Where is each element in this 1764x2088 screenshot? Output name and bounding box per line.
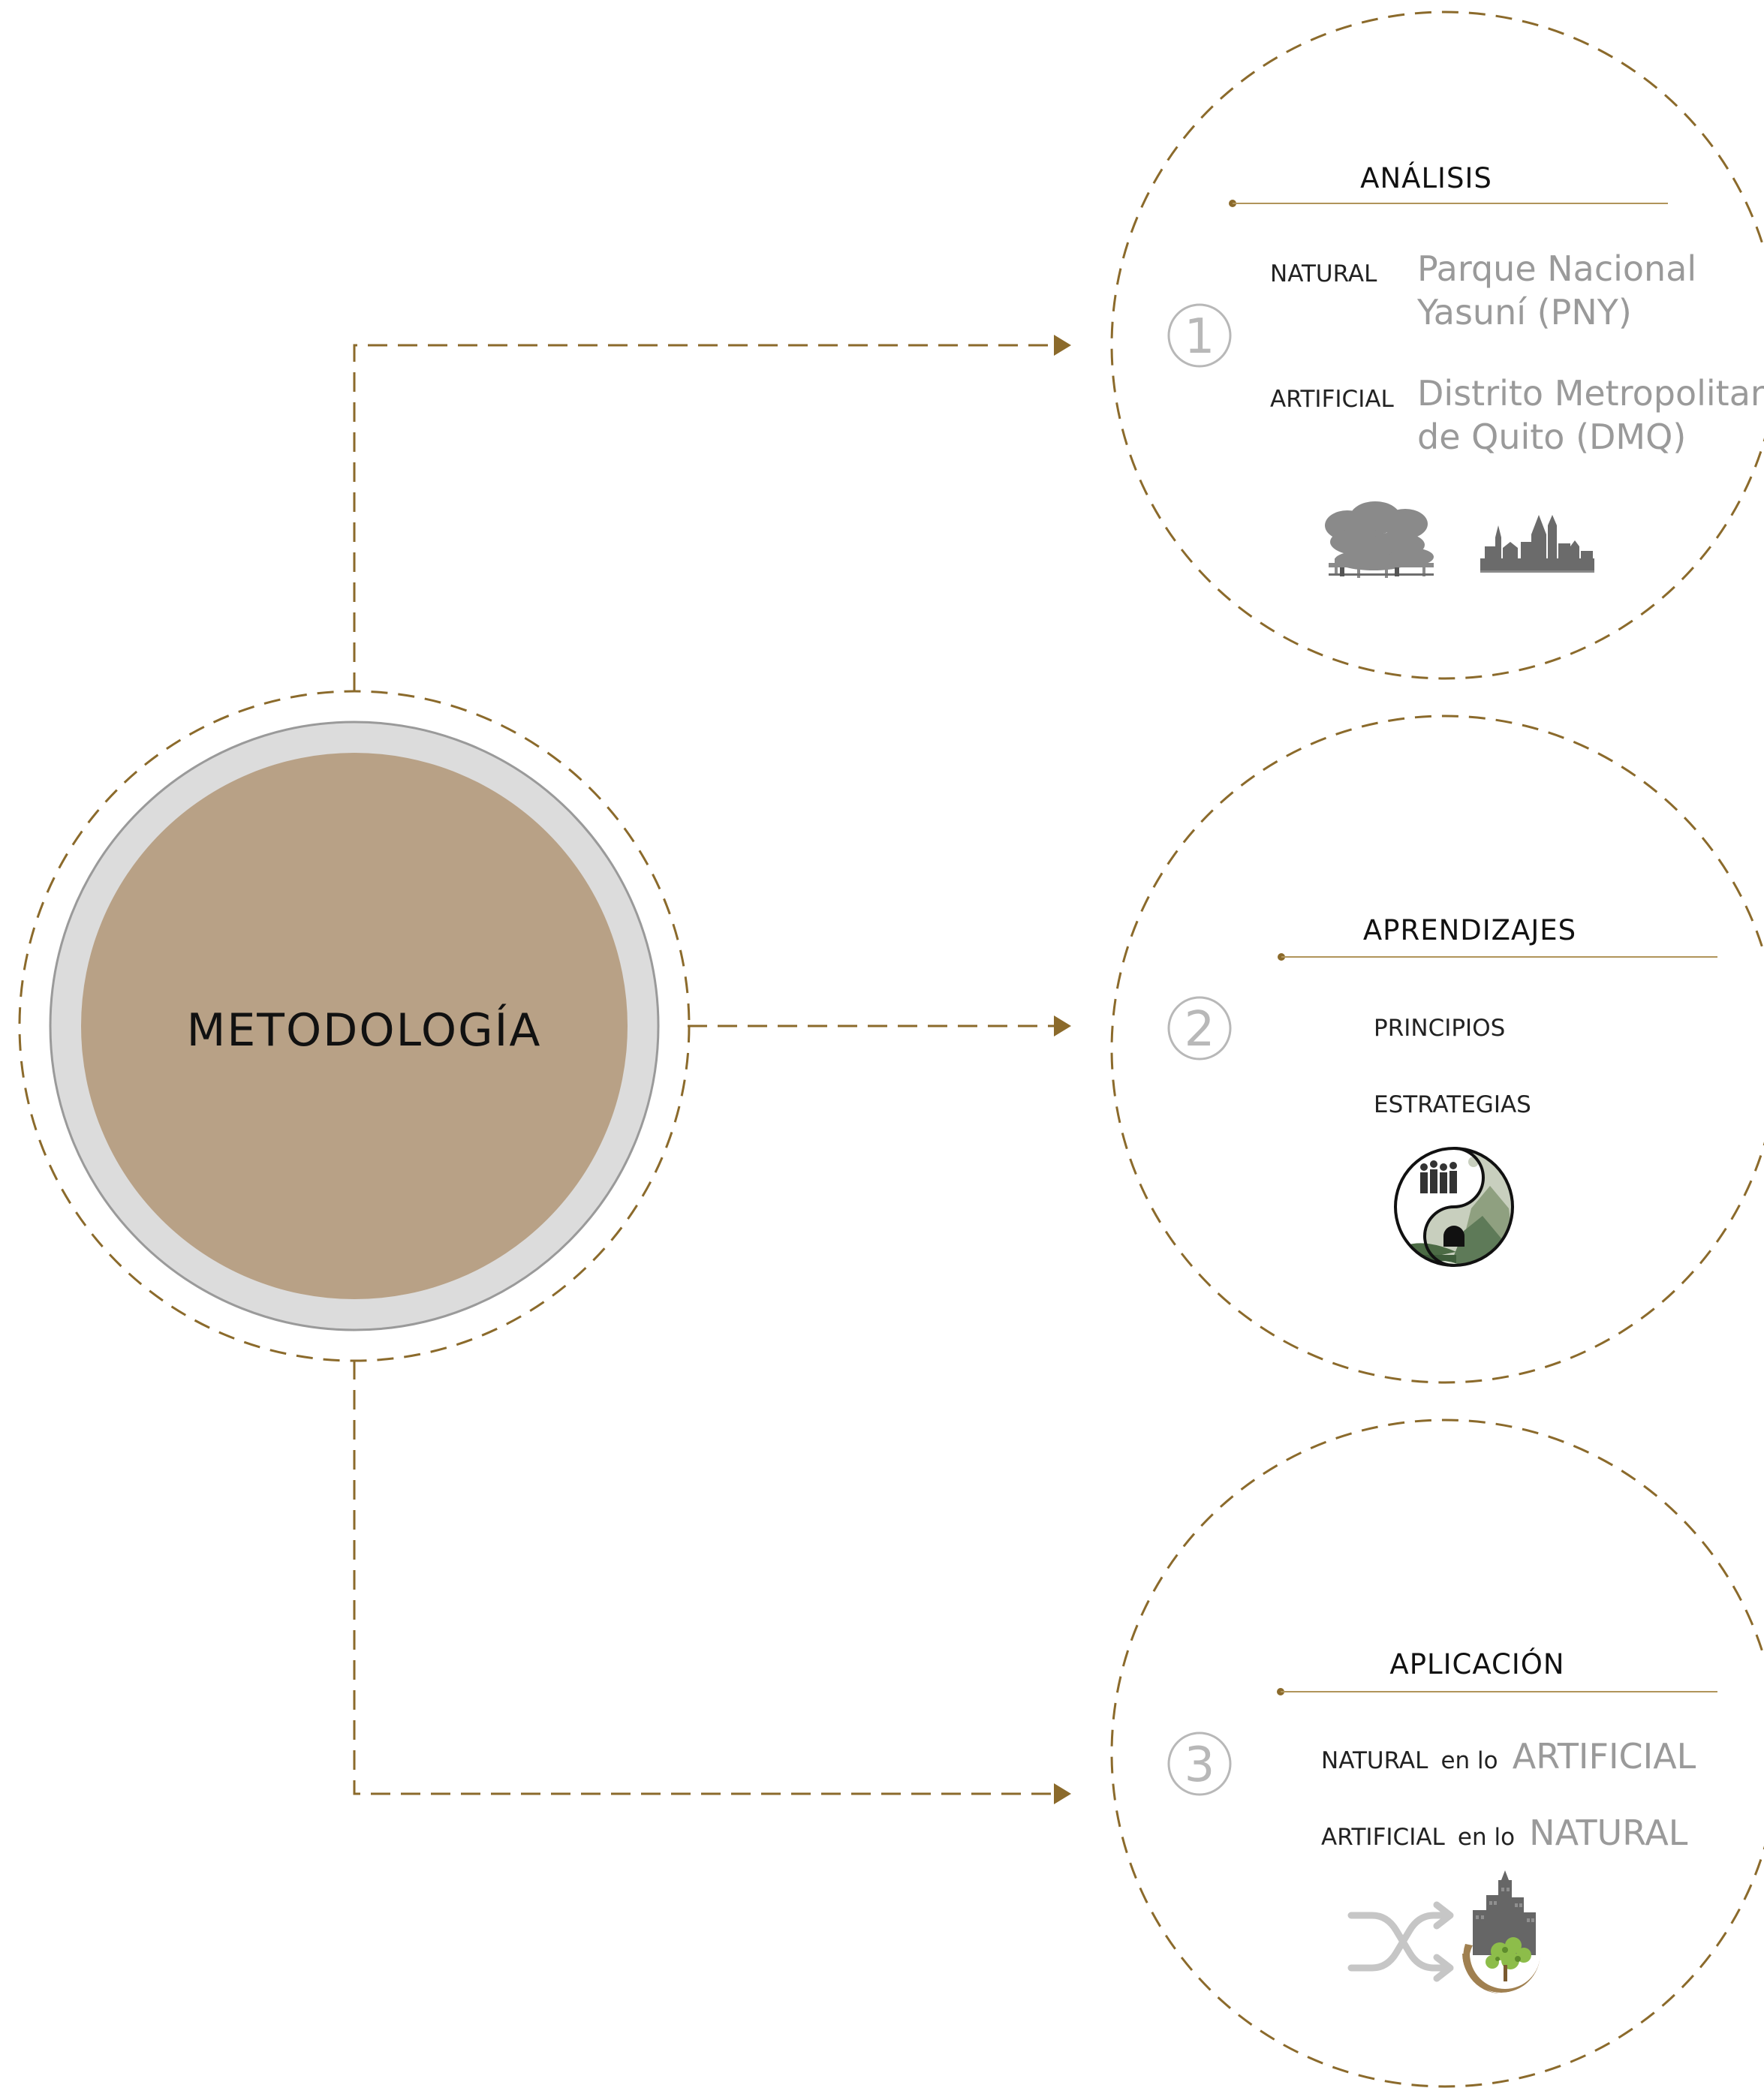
yin-yang-nature-city-icon — [1394, 1147, 1514, 1267]
row-2-label: ARTIFICIAL — [1321, 1824, 1446, 1851]
step-3-number-circle — [1167, 1731, 1232, 1796]
row-2-target: NATURAL — [1529, 1813, 1688, 1853]
arrowhead-aprendizajes — [1054, 1015, 1071, 1036]
step-aprendizajes: 2 APRENDIZAJES PRINCIPIOS ESTRATEGIAS — [1110, 715, 1764, 1384]
center-node: METODOLOGÍA — [18, 690, 691, 1362]
step-2-dashed-circle — [1110, 715, 1764, 1384]
arrowheads — [1054, 335, 1071, 1804]
step-1-title: ANÁLISIS — [1360, 161, 1492, 194]
application-row-2: ARTIFICIAL en lo NATURAL — [1321, 1813, 1688, 1853]
natural-label: NATURAL — [1270, 260, 1377, 287]
natural-place-line1: Parque Nacional — [1417, 248, 1696, 289]
step-3-dashed-circle — [1110, 1419, 1764, 2088]
step-1-dashed-circle — [1110, 11, 1764, 680]
step-2-title: APRENDIZAJES — [1363, 914, 1576, 946]
estrategias-label: ESTRATEGIAS — [1374, 1091, 1531, 1118]
center-outer-dashed-ring — [18, 690, 691, 1362]
row-1-connector: en lo — [1440, 1747, 1498, 1774]
step-1-number-circle — [1167, 303, 1232, 368]
arrowhead-analisis — [1054, 335, 1071, 356]
forest-icon — [1325, 501, 1434, 578]
row-2-connector: en lo — [1458, 1824, 1515, 1851]
natural-place-line2: Yasuní (PNY) — [1416, 292, 1632, 332]
center-label: METODOLOGÍA — [187, 1003, 542, 1057]
step-2-number-circle — [1167, 996, 1232, 1061]
connector-to-aplicacion — [353, 1360, 1055, 1795]
center-fill — [81, 753, 628, 1299]
principios-label: PRINCIPIOS — [1374, 1015, 1505, 1042]
step-1-number: 1 — [1185, 309, 1215, 365]
arrowhead-aplicacion — [1054, 1783, 1071, 1804]
artificial-label: ARTIFICIAL — [1270, 386, 1395, 413]
shuffle-icon — [1347, 1901, 1454, 1982]
row-1-target: ARTIFICIAL — [1513, 1736, 1696, 1777]
step-aplicacion: 3 APLICACIÓN NATURAL en lo ARTIFICIAL AR… — [1110, 1419, 1764, 2088]
connector-to-analisis — [353, 344, 1055, 692]
step-analisis: 1 ANÁLISIS NATURAL Parque Nacional Yasun… — [1110, 11, 1764, 680]
city-skyline-icon — [1480, 515, 1594, 573]
artificial-place-line2: de Quito (DMQ) — [1417, 417, 1686, 457]
connectors — [353, 344, 1055, 1795]
row-1-label: NATURAL — [1321, 1747, 1428, 1774]
step-3-number: 3 — [1185, 1737, 1215, 1793]
artificial-place-line1: Distrito Metropolitano — [1417, 373, 1764, 414]
application-row-1: NATURAL en lo ARTIFICIAL — [1321, 1736, 1696, 1777]
step-3-title: APLICACIÓN — [1389, 1647, 1564, 1680]
step-2-number: 2 — [1185, 1002, 1215, 1058]
tree-city-icon — [1462, 1870, 1540, 1994]
